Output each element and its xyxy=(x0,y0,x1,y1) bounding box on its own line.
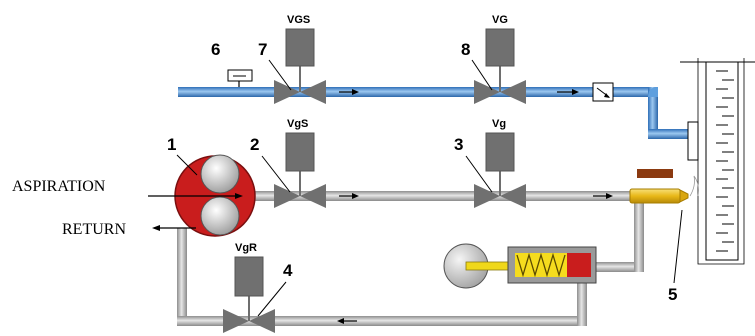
solenoid-icon xyxy=(285,132,315,172)
label-8: 8 xyxy=(461,40,470,59)
injector-nozzle-icon xyxy=(629,175,699,204)
valve-label-vgs-lower: VgS xyxy=(287,118,308,130)
label-1: 1 xyxy=(167,135,176,154)
aspiration-label: ASPIRATION xyxy=(12,178,106,195)
valve-icon xyxy=(474,80,500,104)
tank-icon xyxy=(680,58,755,265)
label-3: 3 xyxy=(454,135,463,154)
valve-7[interactable] xyxy=(274,28,326,104)
gray-pipes xyxy=(177,191,644,326)
valve-4[interactable] xyxy=(223,256,275,333)
flow-arrow xyxy=(557,89,579,95)
actuator-cylinder xyxy=(443,243,597,289)
valve-icon xyxy=(274,184,300,208)
label-6: 6 xyxy=(211,40,220,59)
flow-arrow xyxy=(339,89,359,95)
aspiration-arrow xyxy=(148,193,243,199)
label-4: 4 xyxy=(283,261,293,280)
blue-line xyxy=(178,87,690,139)
valve-label-vgr: VgR xyxy=(235,242,257,254)
valve-label-vg-lower: Vg xyxy=(492,118,506,130)
valve-8[interactable] xyxy=(474,28,526,104)
blue-pipe-vertical xyxy=(648,87,658,139)
label-5: 5 xyxy=(668,285,677,304)
blue-pipe-to-tank xyxy=(648,129,690,139)
label-2: 2 xyxy=(250,135,259,154)
flow-arrow xyxy=(339,193,359,199)
solenoid-icon xyxy=(485,28,515,67)
valve-icon xyxy=(223,309,249,333)
check-valve-icon xyxy=(592,82,614,102)
valve-label-vgs: VGS xyxy=(287,14,310,26)
pressure-gauge-6 xyxy=(227,69,253,87)
valve-icon xyxy=(474,184,500,208)
blue-pipe-horizontal xyxy=(178,87,653,97)
return-arrow xyxy=(152,225,196,231)
flow-arrow xyxy=(337,318,357,324)
solenoid-icon xyxy=(485,132,515,172)
solenoid-icon xyxy=(234,256,264,297)
valve-2[interactable] xyxy=(274,132,326,208)
return-label: RETURN xyxy=(62,221,126,238)
solenoid-icon xyxy=(285,28,315,67)
valve-3[interactable] xyxy=(474,132,526,208)
flow-arrow xyxy=(593,193,613,199)
valve-label-vg-upper: VG xyxy=(492,14,508,26)
heater-block xyxy=(637,169,673,178)
label-7: 7 xyxy=(258,40,267,59)
valve-icon xyxy=(274,80,300,104)
